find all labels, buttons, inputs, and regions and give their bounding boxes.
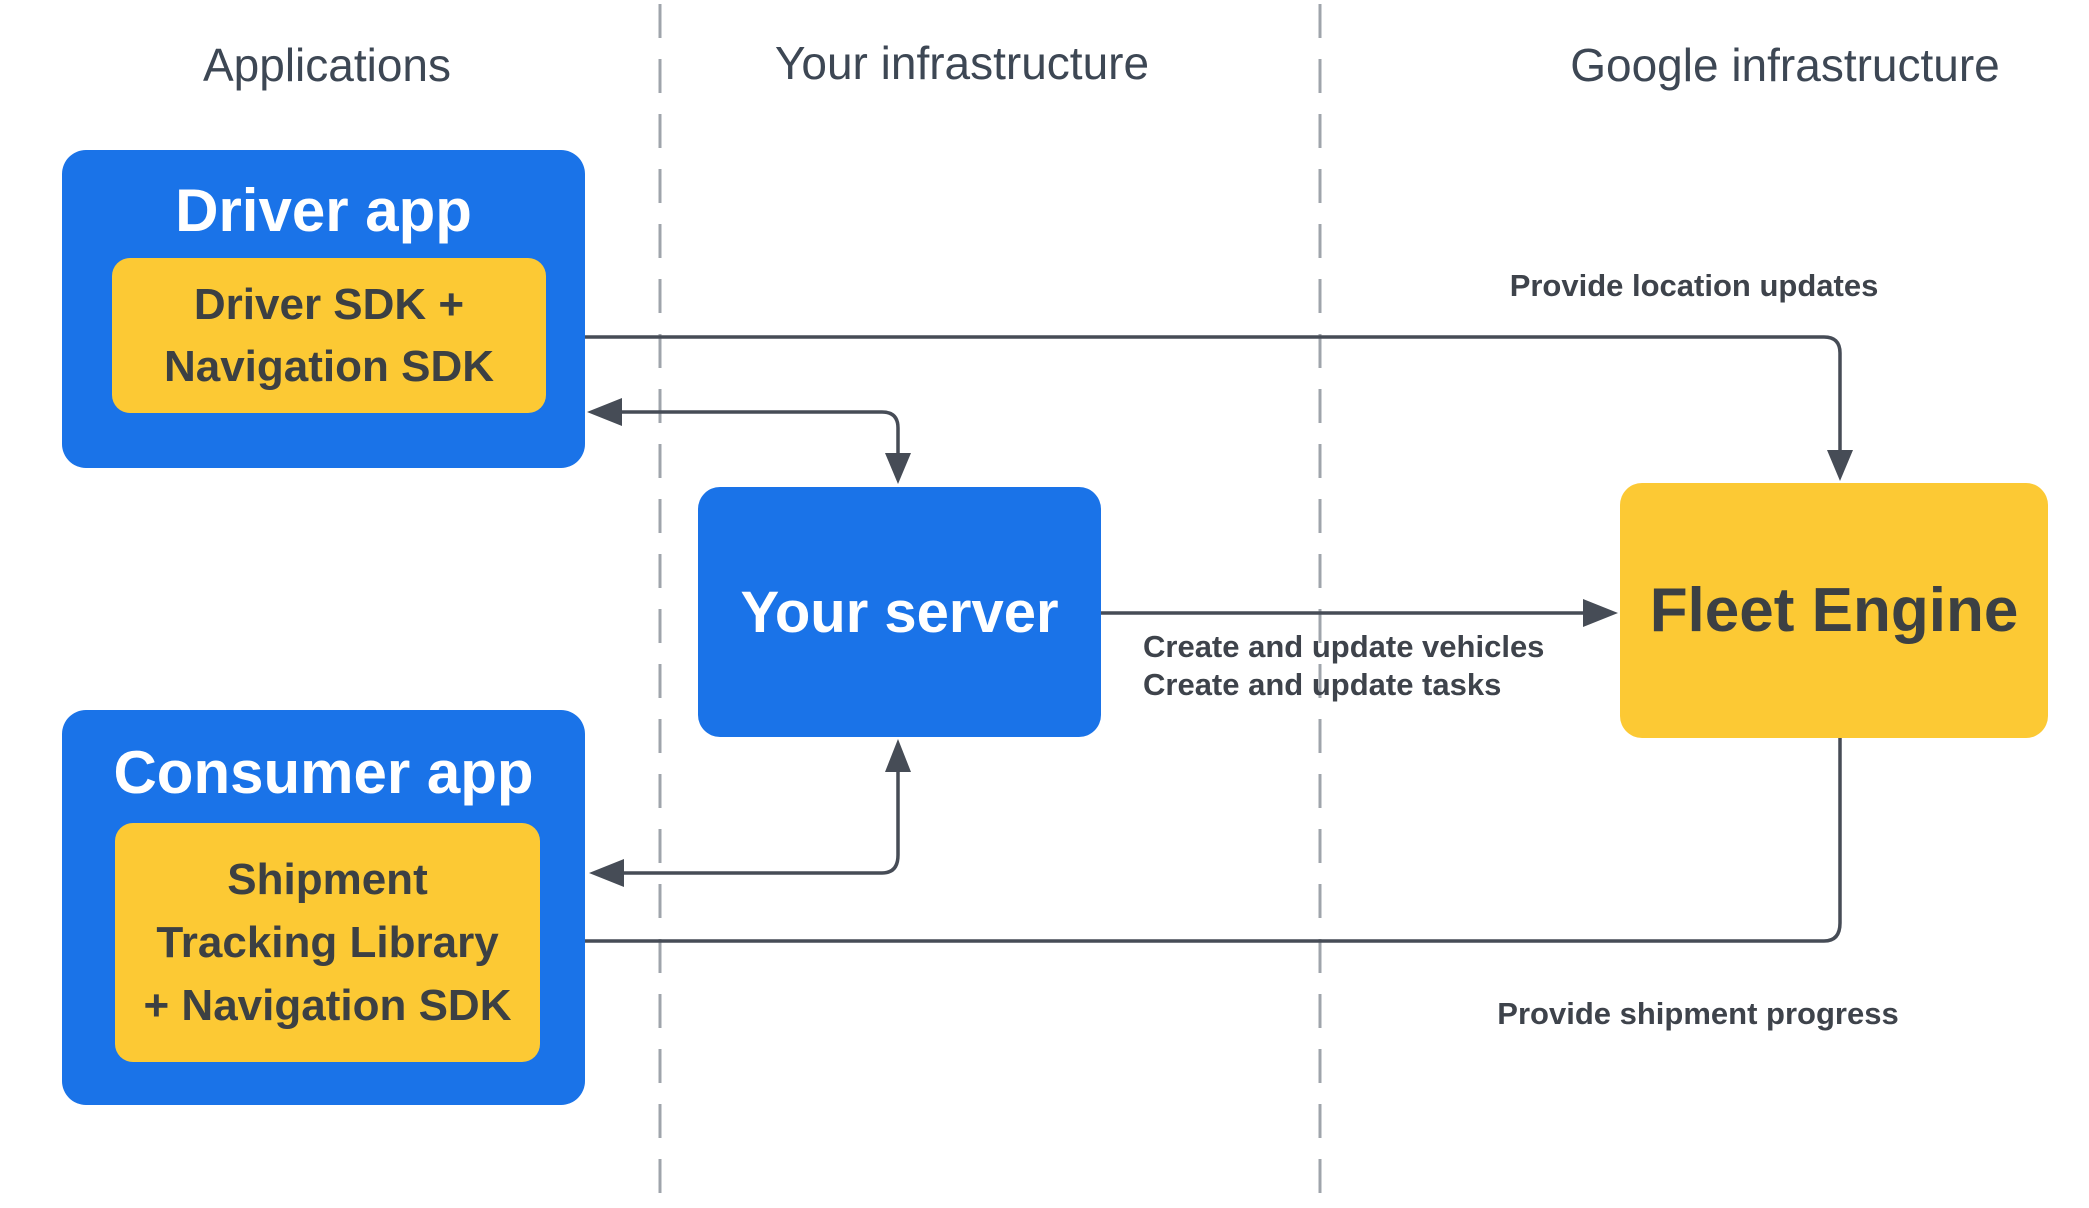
arrowhead-into-driver-app xyxy=(587,398,622,426)
driver-sdk-line-2: Navigation SDK xyxy=(163,341,495,391)
your-server-box: Your server xyxy=(698,487,1101,737)
driver-sdk-line-1: Driver SDK + xyxy=(193,279,465,329)
arrowhead-into-your-server-bottom xyxy=(885,739,911,772)
label-create-update-vehicles: Create and update vehicles xyxy=(1143,629,1545,664)
driver-app-box: Driver app Driver SDK + Navigation SDK xyxy=(62,150,585,468)
arrowhead-into-consumer-app xyxy=(589,859,624,887)
driver-app-title: Driver app xyxy=(175,177,472,244)
consumer-app-box: Consumer app Shipment Tracking Library +… xyxy=(62,710,585,1105)
arrow-provide-shipment-progress xyxy=(580,738,1842,943)
consumer-sdk-line-2: Tracking Library xyxy=(156,918,499,967)
consumer-sdk-line-3: + Navigation SDK xyxy=(143,981,512,1030)
column-header-google-infrastructure: Google infrastructure xyxy=(1570,39,2000,91)
arrowhead-into-your-server-top xyxy=(885,453,911,484)
consumer-app-title: Consumer app xyxy=(113,739,534,806)
arrow-your-server-consumer-app xyxy=(624,772,900,875)
driver-sdk-box: Driver SDK + Navigation SDK xyxy=(112,258,546,413)
column-header-your-infrastructure: Your infrastructure xyxy=(774,37,1150,89)
arrow-provide-location-updates xyxy=(584,335,1842,450)
fleet-engine-box: Fleet Engine xyxy=(1620,483,2048,738)
label-create-update-tasks: Create and update tasks xyxy=(1143,667,1502,702)
arrowhead-into-fleet-engine-left xyxy=(1583,599,1618,627)
arrowhead-into-fleet-engine-top xyxy=(1827,450,1853,481)
column-header-applications: Applications xyxy=(202,39,452,91)
label-provide-location-updates: Provide location updates xyxy=(1509,268,1879,303)
your-server-title: Your server xyxy=(740,579,1059,645)
label-create-and-update: Create and update vehicles Create and up… xyxy=(1143,628,1544,704)
fleet-engine-title: Fleet Engine xyxy=(1649,576,2019,645)
consumer-sdk-box: Shipment Tracking Library + Navigation S… xyxy=(115,823,540,1062)
consumer-sdk-line-1: Shipment xyxy=(227,855,428,904)
label-provide-shipment-progress: Provide shipment progress xyxy=(1497,996,1899,1031)
arrow-driver-app-your-server xyxy=(622,410,900,453)
